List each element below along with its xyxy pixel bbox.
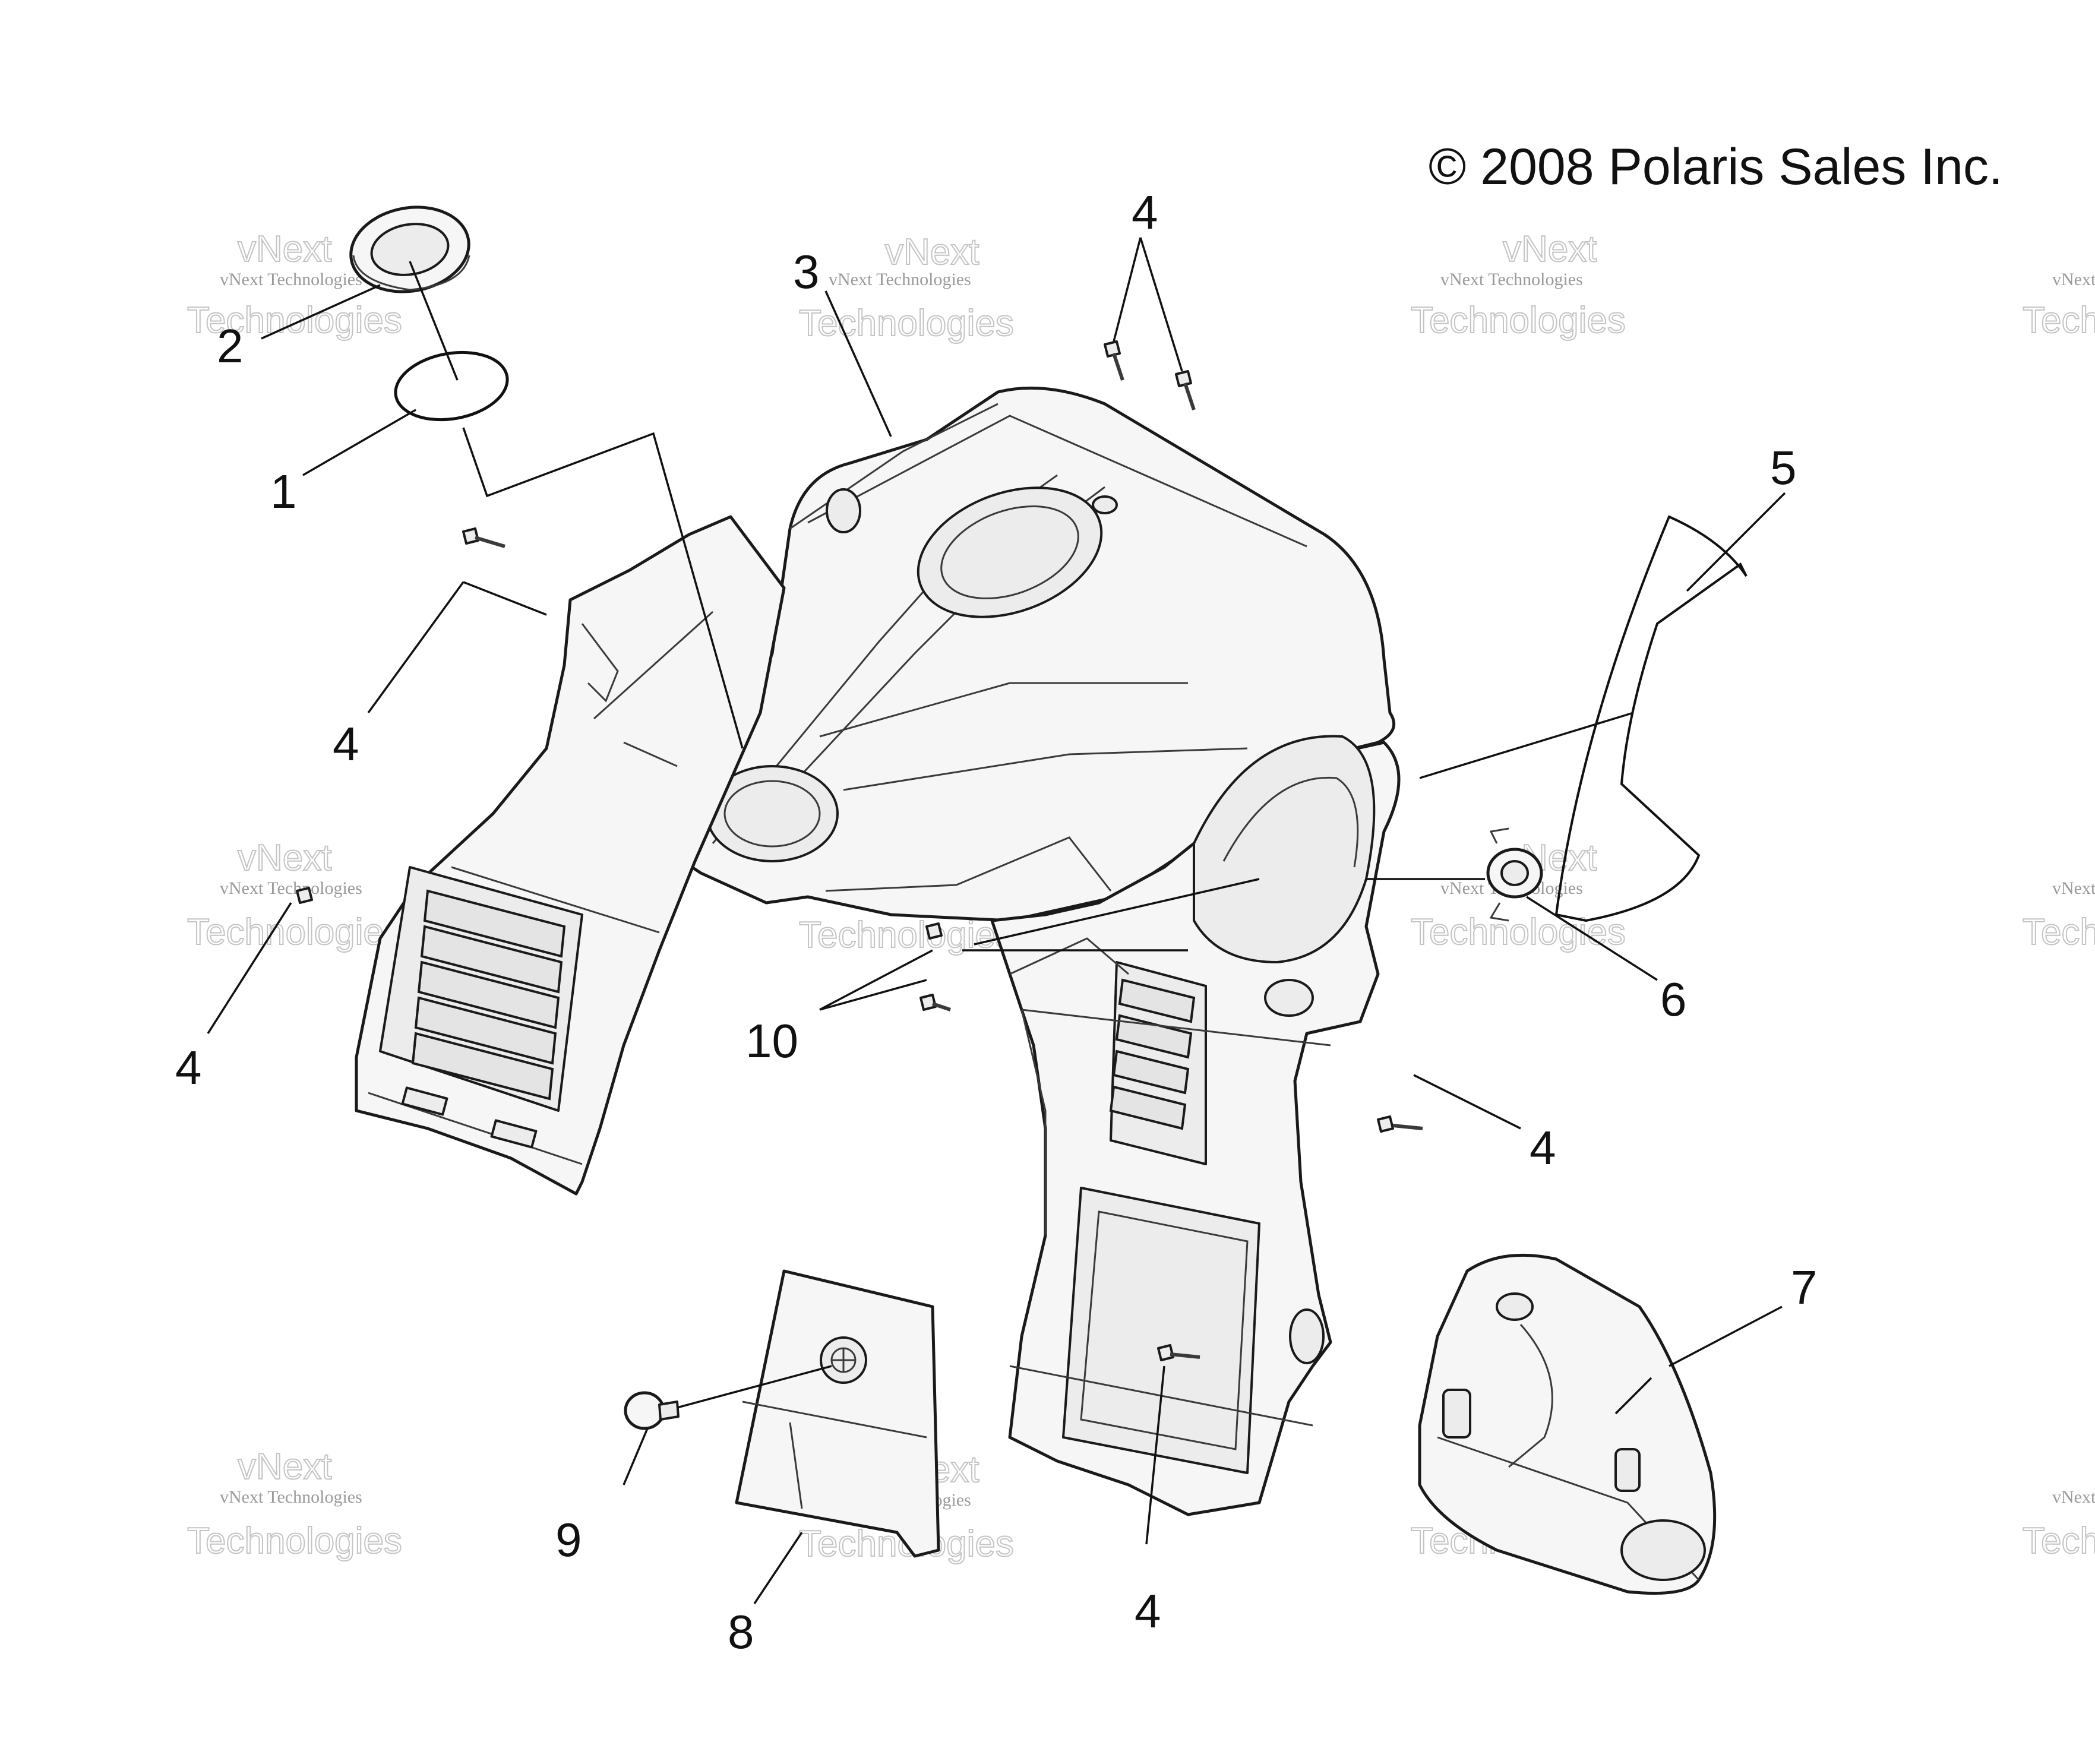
svg-text:Technologies: Technologies (1411, 300, 1626, 341)
part-9-push-rivet (624, 1391, 680, 1430)
part-1-o-ring (394, 350, 509, 422)
copyright-notice: © 2008 Polaris Sales Inc. (1429, 138, 2003, 195)
callout-4-left-upper: 4 (333, 717, 359, 770)
callout-10: 10 (745, 1014, 798, 1067)
part-8-panel (735, 1269, 940, 1558)
svg-text:vNext Technologies: vNext Technologies (220, 270, 362, 289)
svg-text:vNext Technologies: vNext Technologies (2052, 878, 2095, 898)
svg-text:Technologies: Technologies (2023, 300, 2095, 341)
part-5-decal (1554, 515, 1748, 922)
callout-9: 9 (555, 1513, 582, 1566)
part-2-gas-cap-ring (349, 206, 470, 293)
svg-text:Technologies: Technologies (2023, 912, 2095, 953)
svg-text:Technologies: Technologies (2023, 1520, 2095, 1561)
part-6-clip (1486, 827, 1543, 922)
callout-4-bottom: 4 (1135, 1585, 1161, 1637)
inner-ribs (825, 836, 1129, 1235)
svg-text:Technologies: Technologies (187, 1520, 402, 1561)
callout-1: 1 (270, 465, 297, 518)
callout-3: 3 (793, 245, 820, 298)
svg-text:vNext: vNext (238, 229, 331, 270)
part-7-storage-bin (1418, 1253, 1717, 1595)
watermark-2: vNext vNext Technologies Technologies (798, 231, 1015, 344)
svg-text:Technologies: Technologies (799, 915, 1014, 956)
svg-text:vNext Technologies: vNext Technologies (2052, 1487, 2095, 1507)
callout-7: 7 (1791, 1261, 1818, 1314)
callout-6: 6 (1660, 973, 1687, 1026)
watermark-edge-3: vNext Technologies Technologies (2022, 1487, 2095, 1562)
left-side-shroud (355, 515, 786, 1196)
svg-text:vNext: vNext (885, 232, 979, 273)
watermark-7: vNext vNext Technologies Technologies (187, 1446, 403, 1562)
part-4-screws (296, 340, 1423, 1361)
right-side-shroud (990, 735, 1401, 1516)
callouts: 1 2 3 4 4 4 4 4 5 6 7 8 9 10 (175, 186, 1818, 1658)
svg-text:vNext Technologies: vNext Technologies (829, 270, 971, 289)
svg-text:vNext: vNext (1503, 229, 1597, 270)
watermark-3: vNext vNext Technologies Technologies (1410, 228, 1626, 342)
leader-lines (207, 237, 1786, 1604)
watermark-4: vNext vNext Technologies Technologies (187, 837, 403, 953)
svg-text:vNext Technologies: vNext Technologies (1440, 270, 1583, 289)
watermark-1: vNext vNext Technologies Technologies (187, 228, 403, 342)
svg-text:vNext Technologies: vNext Technologies (2052, 270, 2095, 289)
callout-4-top: 4 (1132, 186, 1158, 239)
svg-text:Technologies: Technologies (187, 300, 402, 341)
svg-text:vNext: vNext (238, 1446, 331, 1487)
svg-text:Technologies: Technologies (799, 303, 1014, 344)
watermark-edge-1: vNext Technologies Technologies (2022, 270, 2095, 342)
callout-4-left-lower: 4 (175, 1041, 202, 1094)
callout-5: 5 (1770, 441, 1797, 494)
callout-8: 8 (728, 1605, 754, 1658)
svg-text:vNext: vNext (238, 837, 331, 878)
callout-4-right: 4 (1530, 1121, 1556, 1174)
watermark-edge-2: vNext Technologies Technologies (2022, 878, 2095, 953)
svg-text:vNext Technologies: vNext Technologies (220, 1487, 362, 1507)
svg-text:vNext Technologies: vNext Technologies (220, 878, 362, 898)
svg-text:Technologies: Technologies (1411, 912, 1626, 953)
callout-2: 2 (217, 320, 244, 372)
part-3-hood-cover (663, 386, 1396, 922)
svg-text:Technologies: Technologies (187, 912, 402, 953)
